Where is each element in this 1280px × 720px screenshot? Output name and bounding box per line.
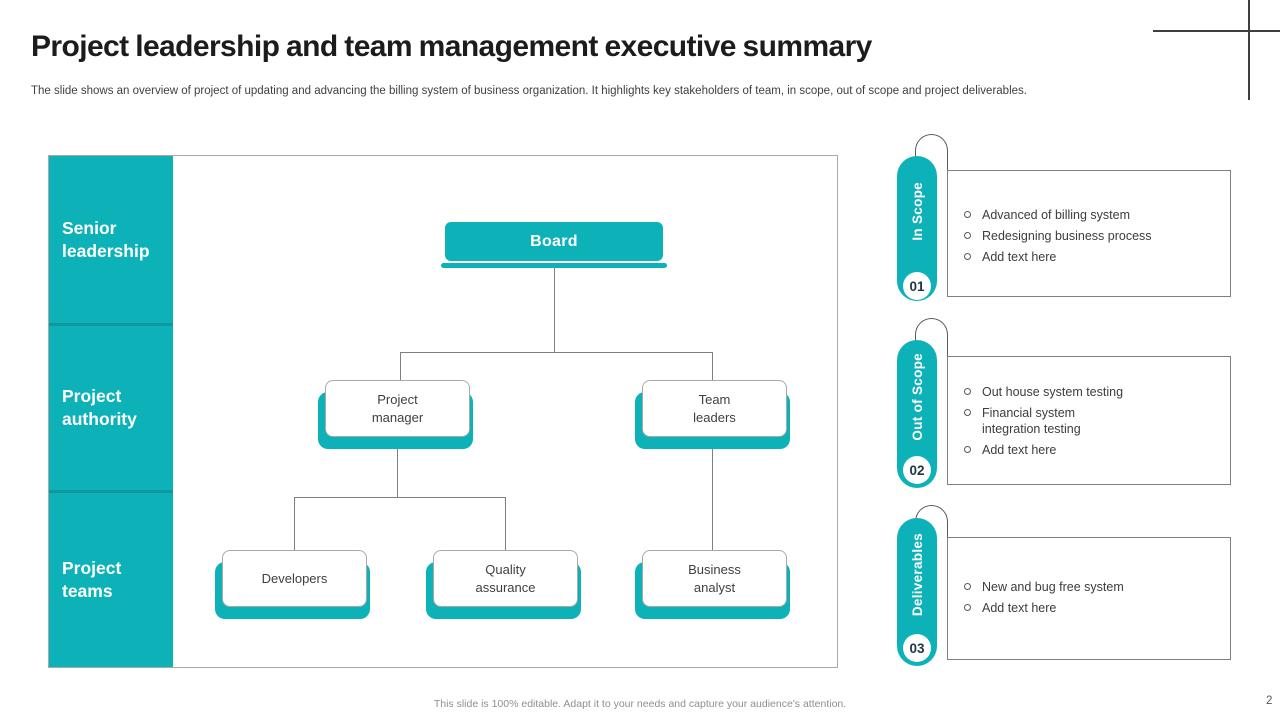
bullet-text: Out house system testing xyxy=(982,385,1124,399)
bullet-item: Out house system testing xyxy=(964,384,1220,400)
bullet-text: Add text here xyxy=(982,601,1057,615)
org-node-board: Board xyxy=(445,222,663,261)
org-node-quality-assurance: Quality assurance xyxy=(426,550,581,619)
bullet-circle-icon xyxy=(964,253,971,260)
connector-line xyxy=(400,352,401,380)
bullet-text: Add text here xyxy=(982,250,1057,264)
bullet-item: Advanced of billing system xyxy=(964,207,1220,223)
bullet-item: Redesigning business process xyxy=(964,228,1220,244)
number-badge-01: 01 xyxy=(903,272,931,300)
connector-line xyxy=(505,497,506,550)
connector-line xyxy=(397,449,398,497)
bullet-item: Add text here xyxy=(964,249,1220,265)
crosshair-vertical-line xyxy=(1248,0,1250,100)
org-node-project-manager: Project manager xyxy=(318,380,473,449)
number-badge-02: 02 xyxy=(903,456,931,484)
connector-line xyxy=(554,268,555,352)
bullet-item: New and bug free system xyxy=(964,579,1220,595)
org-node-team-leaders: Team leaders xyxy=(635,380,790,449)
connector-line xyxy=(712,449,713,550)
node-label: Quality assurance xyxy=(433,550,578,607)
row-label-project-teams: Project teams xyxy=(49,490,173,667)
bullet-circle-icon xyxy=(964,446,971,453)
bullet-item: Add text here xyxy=(964,600,1220,616)
tab-label-text: Deliverables xyxy=(909,533,925,617)
bullet-circle-icon xyxy=(964,409,971,416)
connector-line xyxy=(294,497,295,550)
tab-label-text: In Scope xyxy=(909,182,925,241)
row-label-senior-leadership: Senior leadership xyxy=(62,217,150,261)
bullet-item: Add text here xyxy=(964,442,1220,458)
bullet-circle-icon xyxy=(964,232,971,239)
tab-label: In Scope xyxy=(897,160,937,263)
org-node-developers: Developers xyxy=(215,550,370,619)
tab-label: Deliverables xyxy=(897,522,937,628)
in-scope-bullet-list: Advanced of billing system Redesigning b… xyxy=(948,171,1230,265)
number-badge-03: 03 xyxy=(903,634,931,662)
connector-line xyxy=(712,352,713,380)
deliverables-bullet-list: New and bug free system Add text here xyxy=(948,538,1230,616)
node-label: Project manager xyxy=(325,380,470,437)
in-scope-content-box: Advanced of billing system Redesigning b… xyxy=(947,170,1231,297)
org-chart-frame: Senior leadership Project authority Proj… xyxy=(48,155,838,668)
row-label-project-authority: Project authority xyxy=(49,323,173,490)
tab-label: Out of Scope xyxy=(897,344,937,450)
bullet-circle-icon xyxy=(964,388,971,395)
board-underline-bar xyxy=(441,263,667,268)
out-of-scope-bullet-list: Out house system testing Financial syste… xyxy=(948,357,1230,458)
crosshair-horizontal-line xyxy=(1153,30,1280,32)
node-label: Developers xyxy=(222,550,367,607)
page-number: 2 xyxy=(1266,695,1273,707)
bullet-text: New and bug free system xyxy=(982,580,1124,594)
connector-line xyxy=(400,352,713,353)
bullet-circle-icon xyxy=(964,604,971,611)
bullet-item: Financial system integration testing xyxy=(964,405,1220,437)
bullet-circle-icon xyxy=(964,583,971,590)
out-of-scope-content-box: Out house system testing Financial syste… xyxy=(947,356,1231,485)
bullet-text: Add text here xyxy=(982,443,1057,457)
page-title: Project leadership and team management e… xyxy=(31,30,872,63)
bullet-text: Redesigning business process xyxy=(982,229,1152,243)
footer-note: This slide is 100% editable. Adapt it to… xyxy=(433,698,847,710)
connector-line xyxy=(294,497,506,498)
bullet-circle-icon xyxy=(964,211,971,218)
deliverables-content-box: New and bug free system Add text here xyxy=(947,537,1231,660)
bullet-text: Advanced of billing system xyxy=(982,208,1130,222)
slide-subtitle: The slide shows an overview of project o… xyxy=(31,85,1027,97)
tab-label-text: Out of Scope xyxy=(909,353,925,441)
org-node-business-analyst: Business analyst xyxy=(635,550,790,619)
node-label: Team leaders xyxy=(642,380,787,437)
node-label: Business analyst xyxy=(642,550,787,607)
org-chart-row-labels: Senior leadership Project authority Proj… xyxy=(49,156,173,667)
bullet-text: Financial system integration testing xyxy=(982,406,1081,436)
